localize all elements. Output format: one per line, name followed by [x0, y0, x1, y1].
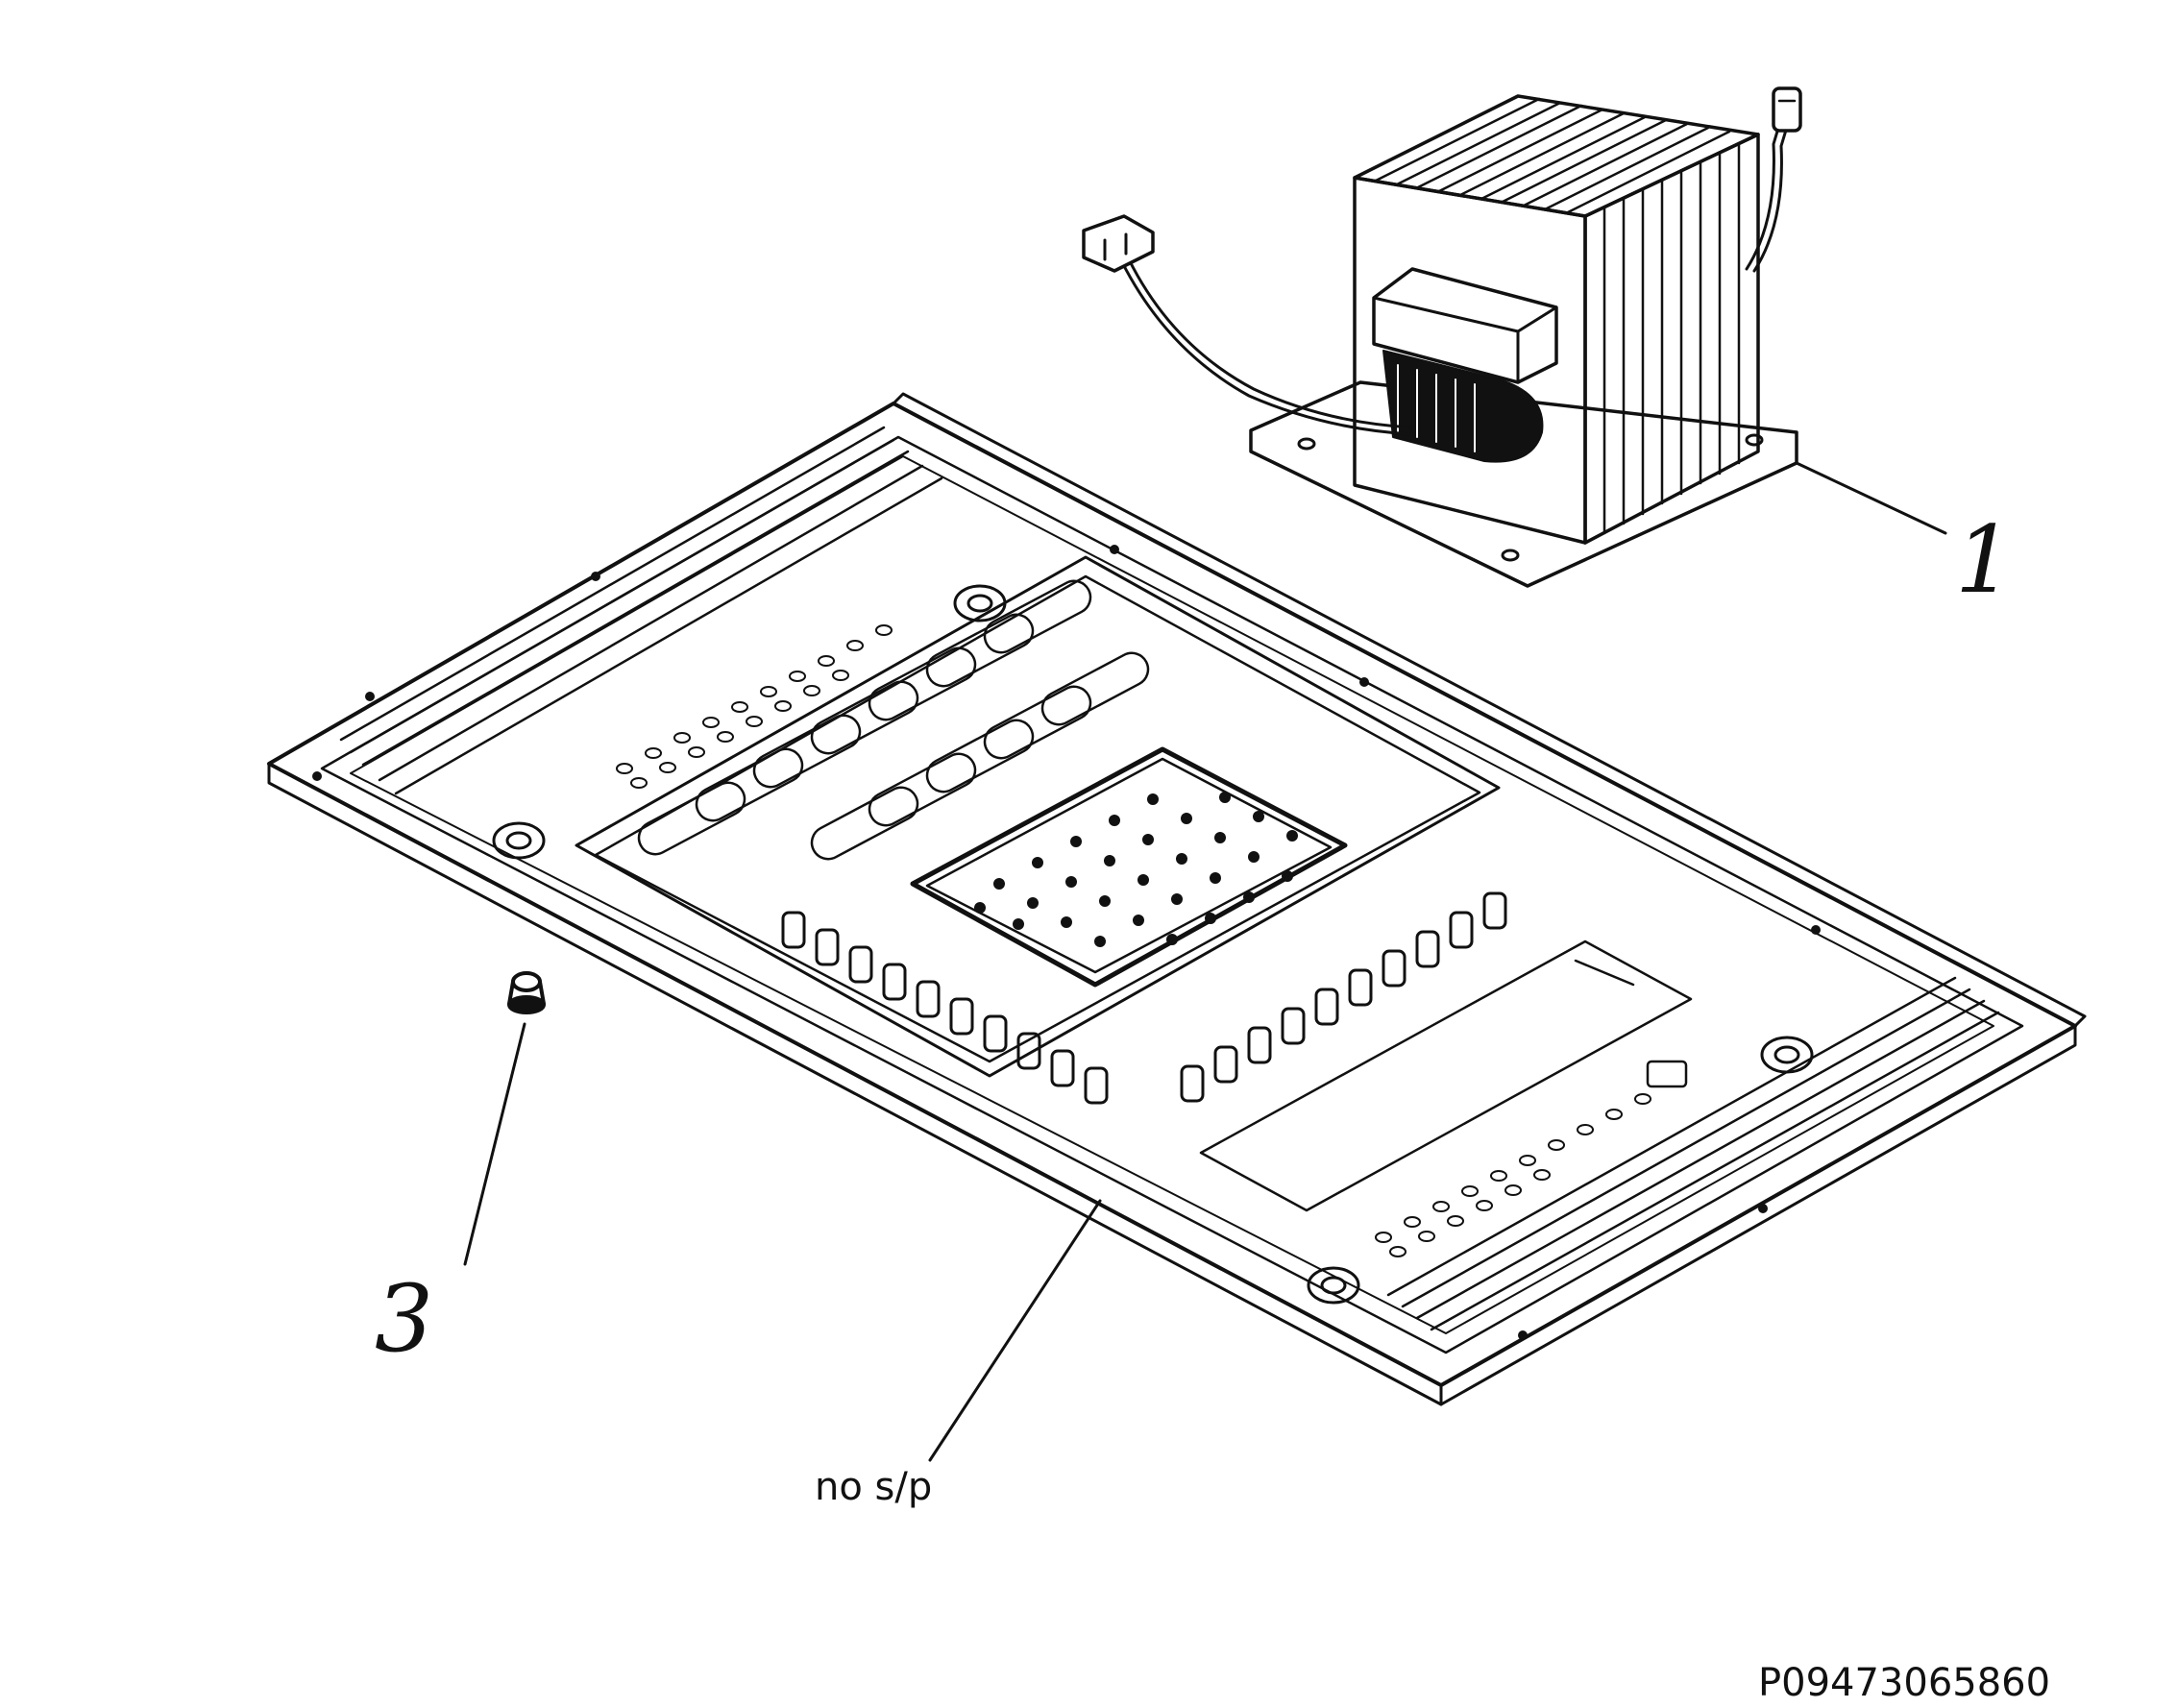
tray-latches [781, 891, 1507, 1105]
edge-studs [312, 545, 1821, 1340]
left-wire-connector [1082, 214, 1155, 273]
foot-rear-left [492, 821, 546, 860]
left-rib-channel [339, 426, 943, 795]
base-plate-inner-rim-2 [350, 455, 1994, 1334]
base-plate-rear-flange [892, 392, 2087, 1028]
right-rib-channel [1386, 976, 2000, 1331]
ventilation-slots [637, 579, 1150, 861]
part-3-rubber-foot [507, 971, 546, 1014]
callout-no-spare-part: no s/p [815, 1465, 933, 1509]
diagram-part-code: P09473065860 [1758, 1661, 2051, 1705]
foot-front-left [1307, 1266, 1360, 1305]
base-plate-top-surface [267, 402, 2077, 1387]
callout-part-1: 1 [1955, 506, 2015, 614]
leader-line-part-3 [463, 1022, 526, 1266]
small-switch [1646, 1060, 1688, 1088]
transformer-coil-cover [1372, 267, 1558, 384]
hole-row-left [616, 624, 893, 789]
base-plate-front-edge [267, 762, 2077, 1406]
right-compartment [1199, 939, 1693, 1212]
transformer-left-wire [1127, 257, 1414, 429]
part-1-transformer [1082, 86, 1802, 588]
leader-line-part-1 [1795, 461, 1947, 535]
foot-front-right [1760, 1036, 1814, 1074]
transformer-laminations [1374, 97, 1741, 535]
right-wire-connector [1772, 86, 1802, 133]
mounting-feet [492, 584, 1814, 1305]
base-plate-inner-rim [320, 435, 2024, 1354]
stirrer-grid [910, 746, 1348, 988]
transformer-windings [1382, 350, 1544, 463]
base-plate [267, 392, 2087, 1406]
stirrer-grid-holes [974, 792, 1298, 947]
transformer-right-wire [1745, 113, 1784, 271]
leader-line-no-spare-part [928, 1199, 1102, 1462]
central-tray [575, 555, 1501, 1078]
transformer-core-top [1353, 94, 1760, 218]
callout-part-3: 3 [375, 1265, 434, 1373]
hole-row-right [1375, 1093, 1651, 1257]
transformer-core-side [1583, 133, 1760, 545]
